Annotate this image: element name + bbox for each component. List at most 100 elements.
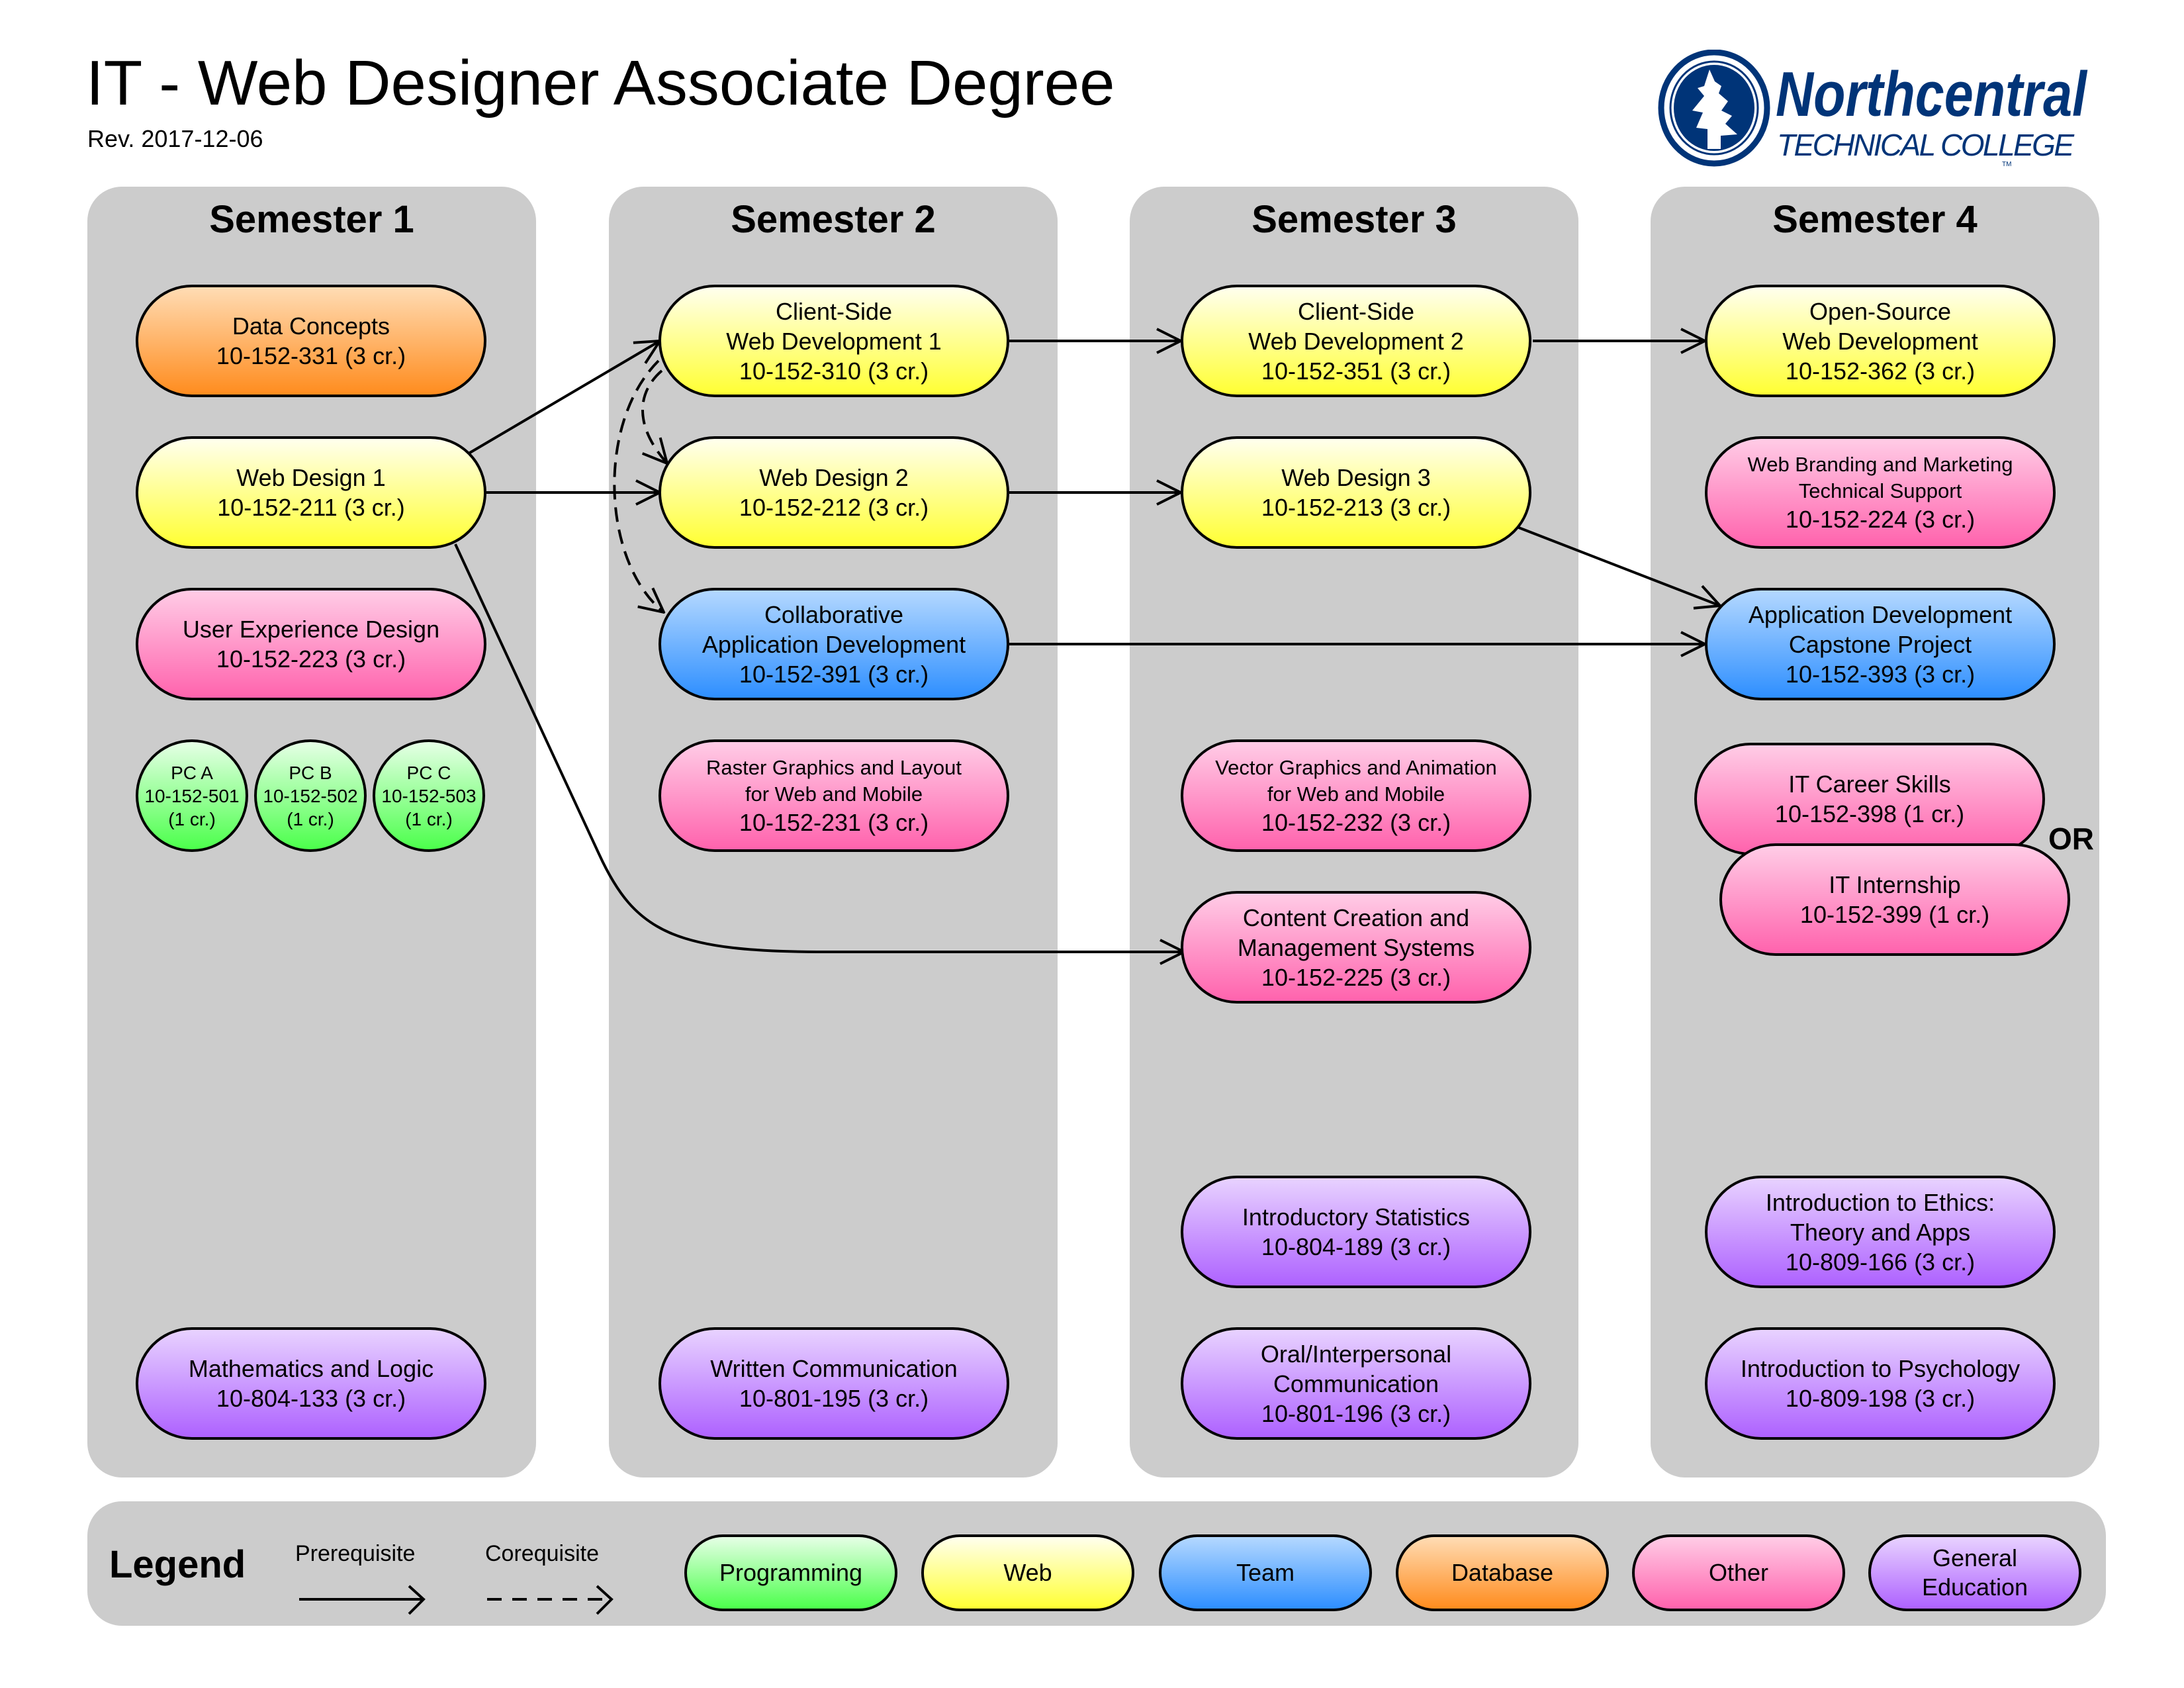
course-code: 10-152-501 xyxy=(144,785,240,806)
course-ux-design[interactable]: User Experience Design 10-152-223 (3 cr.… xyxy=(136,588,486,700)
pine-tree-emblem-icon: TM Northcentral TECHNICAL COLLEGE xyxy=(1658,49,2088,168)
course-open-source-web-dev[interactable]: Open-Source Web Development 10-152-362 (… xyxy=(1705,285,2056,397)
course-name-line-2: Web Development xyxy=(1782,327,1978,355)
course-code: 10-809-166 (3 cr.) xyxy=(1785,1248,1976,1276)
course-code: 10-809-198 (3 cr.) xyxy=(1785,1385,1976,1412)
revision-date: Rev. 2017-12-06 xyxy=(87,125,263,152)
course-code: 10-152-503 xyxy=(381,785,477,806)
course-name: PC C xyxy=(406,762,451,783)
course-code: 10-804-133 (3 cr.) xyxy=(216,1385,406,1412)
course-content-creation-cms[interactable]: Content Creation and Management Systems … xyxy=(1181,891,1531,1004)
course-web-design-1[interactable]: Web Design 1 10-152-211 (3 cr.) xyxy=(136,436,486,549)
course-name-line-1: Vector Graphics and Animation xyxy=(1215,755,1497,779)
course-code: 10-804-189 (3 cr.) xyxy=(1261,1233,1451,1260)
course-pc-c[interactable]: PC C 10-152-503 (1 cr.) xyxy=(373,739,485,852)
course-code: 10-152-398 (1 cr.) xyxy=(1774,800,1965,827)
course-code: 10-152-223 (3 cr.) xyxy=(216,645,406,673)
course-web-design-2[interactable]: Web Design 2 10-152-212 (3 cr.) xyxy=(659,436,1009,549)
logo-wordmark: Northcentral xyxy=(1776,59,2088,130)
course-credits: (1 cr.) xyxy=(168,808,216,829)
course-name: Data Concepts xyxy=(232,312,390,340)
course-name: Written Communication xyxy=(710,1355,958,1382)
course-name-line-1: Content Creation and xyxy=(1242,904,1470,931)
course-code: 10-152-331 (3 cr.) xyxy=(216,342,406,369)
course-name: Mathematics and Logic xyxy=(188,1355,434,1382)
legend-prerequisite-arrowhead xyxy=(408,1585,426,1615)
course-code: 10-152-393 (3 cr.) xyxy=(1785,660,1976,688)
course-collaborative-app-dev[interactable]: Collaborative Application Development 10… xyxy=(659,588,1009,700)
course-code: 10-152-399 (1 cr.) xyxy=(1799,901,1990,928)
course-code: 10-152-502 xyxy=(263,785,358,806)
legend-category-general-education: General Education xyxy=(1868,1534,2081,1611)
course-web-design-3[interactable]: Web Design 3 10-152-213 (3 cr.) xyxy=(1181,436,1531,549)
course-name-line-2: Management Systems xyxy=(1237,933,1475,961)
course-name: PC A xyxy=(171,762,213,783)
course-name-line-1: Oral/Interpersonal xyxy=(1260,1340,1452,1368)
course-code: 10-152-213 (3 cr.) xyxy=(1261,494,1451,521)
course-web-branding-marketing[interactable]: Web Branding and Marketing Technical Sup… xyxy=(1705,436,2056,549)
course-name-line-2: Web Development 2 xyxy=(1248,327,1464,355)
course-code: 10-152-211 (3 cr.) xyxy=(217,494,405,521)
logo-subtitle: TECHNICAL COLLEGE xyxy=(1777,128,2078,162)
course-code: 10-152-232 (3 cr.) xyxy=(1261,808,1451,836)
course-name-line-1: Client-Side xyxy=(775,297,893,325)
course-client-side-web-dev-2[interactable]: Client-Side Web Development 2 10-152-351… xyxy=(1181,285,1531,397)
course-intro-ethics[interactable]: Introduction to Ethics: Theory and Apps … xyxy=(1705,1176,2056,1288)
legend-category-other: Other xyxy=(1632,1534,1845,1611)
course-name: User Experience Design xyxy=(182,616,440,643)
course-raster-graphics[interactable]: Raster Graphics and Layout for Web and M… xyxy=(659,739,1009,852)
course-name: Introduction to Psychology xyxy=(1740,1355,2021,1382)
course-code: 10-801-196 (3 cr.) xyxy=(1261,1399,1451,1427)
course-name-line-2: Capstone Project xyxy=(1788,630,1972,658)
course-code: 10-152-351 (3 cr.) xyxy=(1261,357,1451,385)
course-name: Web Design 1 xyxy=(236,464,386,491)
course-name: Introductory Statistics xyxy=(1242,1203,1471,1231)
semester-title-1: Semester 1 xyxy=(209,198,414,241)
course-code: 10-152-225 (3 cr.) xyxy=(1261,963,1451,991)
course-pc-a[interactable]: PC A 10-152-501 (1 cr.) xyxy=(136,739,248,852)
course-written-communication[interactable]: Written Communication 10-801-195 (3 cr.) xyxy=(659,1327,1009,1440)
course-name-line-2: for Web and Mobile xyxy=(745,782,923,806)
course-name: Web Design 3 xyxy=(1281,464,1431,491)
course-it-internship[interactable]: IT Internship 10-152-399 (1 cr.) xyxy=(1719,843,2070,956)
semester-title-2: Semester 2 xyxy=(731,198,936,241)
course-code: 10-152-224 (3 cr.) xyxy=(1785,505,1976,533)
course-code: 10-152-231 (3 cr.) xyxy=(739,808,929,836)
course-code: 10-801-195 (3 cr.) xyxy=(739,1385,929,1412)
legend-arrow-samples xyxy=(299,1585,614,1615)
or-label: OR xyxy=(2048,821,2094,856)
course-intro-psychology[interactable]: Introduction to Psychology 10-809-198 (3… xyxy=(1705,1327,2056,1440)
legend-corequisite-label: Corequisite xyxy=(485,1541,599,1566)
course-name: IT Internship xyxy=(1829,871,1961,898)
course-it-career-skills[interactable]: IT Career Skills 10-152-398 (1 cr.) xyxy=(1694,743,2045,855)
course-name-line-1: Collaborative xyxy=(764,600,904,628)
course-oral-interpersonal-communication[interactable]: Oral/Interpersonal Communication 10-801-… xyxy=(1181,1327,1531,1440)
course-pc-b[interactable]: PC B 10-152-502 (1 cr.) xyxy=(254,739,367,852)
legend-title: Legend xyxy=(109,1543,246,1586)
course-name-line-2: Technical Support xyxy=(1798,479,1962,502)
course-vector-graphics[interactable]: Vector Graphics and Animation for Web an… xyxy=(1181,739,1531,852)
course-name-line-2: Web Development 1 xyxy=(726,327,942,355)
course-name-line-1: Open-Source xyxy=(1809,297,1952,325)
course-credits: (1 cr.) xyxy=(405,808,453,829)
course-name-line-2: Application Development xyxy=(702,630,966,658)
legend-category-database: Database xyxy=(1396,1534,1609,1611)
trademark-mark: TM xyxy=(2002,161,2011,168)
course-math-logic[interactable]: Mathematics and Logic 10-804-133 (3 cr.) xyxy=(136,1327,486,1440)
course-name: Web Design 2 xyxy=(759,464,909,491)
course-name-line-2: for Web and Mobile xyxy=(1267,782,1445,806)
course-capstone-project[interactable]: Application Development Capstone Project… xyxy=(1705,588,2056,700)
legend-corequisite-arrowhead xyxy=(596,1585,614,1615)
course-name: IT Career Skills xyxy=(1788,771,1951,798)
course-introductory-statistics[interactable]: Introductory Statistics 10-804-189 (3 cr… xyxy=(1181,1176,1531,1288)
semester-title-4: Semester 4 xyxy=(1772,198,1978,241)
course-name-line-1: Raster Graphics and Layout xyxy=(706,755,962,779)
course-data-concepts[interactable]: Data Concepts 10-152-331 (3 cr.) xyxy=(136,285,486,397)
course-name-line-1: Introduction to Ethics: xyxy=(1765,1188,1995,1216)
course-code: 10-152-212 (3 cr.) xyxy=(739,494,929,521)
course-name-line-2: Communication xyxy=(1273,1370,1439,1397)
course-client-side-web-dev-1[interactable]: Client-Side Web Development 1 10-152-310… xyxy=(659,285,1009,397)
course-credits: (1 cr.) xyxy=(287,808,334,829)
course-name-line-1: Client-Side xyxy=(1297,297,1415,325)
semester-title-3: Semester 3 xyxy=(1251,198,1457,241)
